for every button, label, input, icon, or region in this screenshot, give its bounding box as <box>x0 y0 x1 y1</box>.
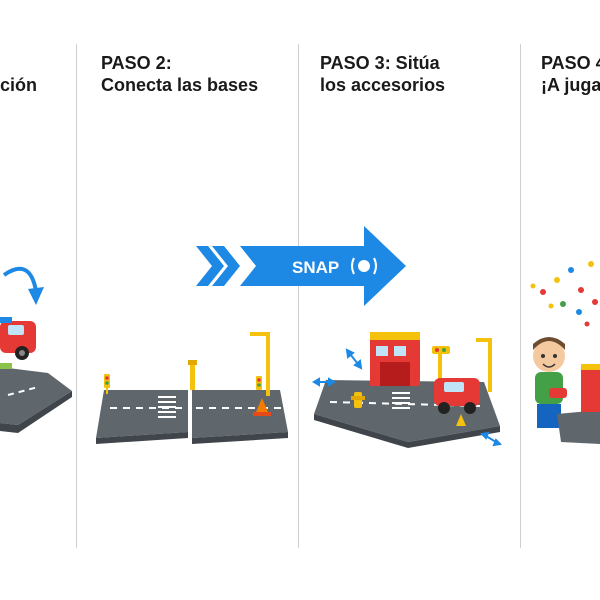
traffic-light <box>432 346 450 388</box>
crosswalk <box>392 392 410 409</box>
step-2-illustration <box>96 332 288 444</box>
fire-station-building <box>370 332 420 386</box>
crosswalk <box>158 396 176 418</box>
street-lamp <box>250 332 270 396</box>
step-4-illustration <box>530 261 600 444</box>
road-base-tile <box>0 367 72 425</box>
step-3-title-line1: PASO 3: Sitúa <box>320 53 440 73</box>
fire-truck-toy <box>434 378 480 414</box>
step-1-illustration <box>0 266 72 433</box>
step-2-title-line1: PASO 2: <box>101 53 172 73</box>
traffic-light-left <box>104 374 110 394</box>
divider-2 <box>298 44 299 548</box>
barrier-gate <box>188 360 197 390</box>
snap-arrow-body <box>240 226 406 306</box>
chevron-left-icons <box>196 246 240 286</box>
snap-vibration-icon <box>351 257 377 275</box>
step-3-title-line2: los accesorios <box>320 75 446 95</box>
road-base-tile-right <box>192 390 288 438</box>
step-4-title-line2: ¡A juga <box>541 75 600 95</box>
boy-character <box>533 337 567 428</box>
confetti-icon <box>530 261 598 327</box>
road-base-tile <box>557 410 600 444</box>
step-1-title-line2: ción <box>0 75 38 95</box>
fire-station-building <box>581 368 600 412</box>
traffic-cone <box>253 398 271 416</box>
street-lamp <box>476 338 492 392</box>
snap-arrow: SNAP <box>196 226 406 306</box>
divider-1 <box>76 44 77 548</box>
divider-3 <box>520 44 521 548</box>
traffic-cone <box>456 414 466 426</box>
step-2-title-line2: Conecta las bases <box>101 75 259 95</box>
move-arrows-icon <box>312 348 503 447</box>
step-4-title-line1: PASO 4 <box>541 53 600 73</box>
step-3-illustration <box>312 332 503 448</box>
traffic-light-right <box>256 376 262 390</box>
fire-hydrant <box>351 392 365 408</box>
rotate-arrow-icon <box>2 266 44 305</box>
fire-truck-toy <box>0 317 36 369</box>
snap-label: SNAP <box>292 258 339 277</box>
